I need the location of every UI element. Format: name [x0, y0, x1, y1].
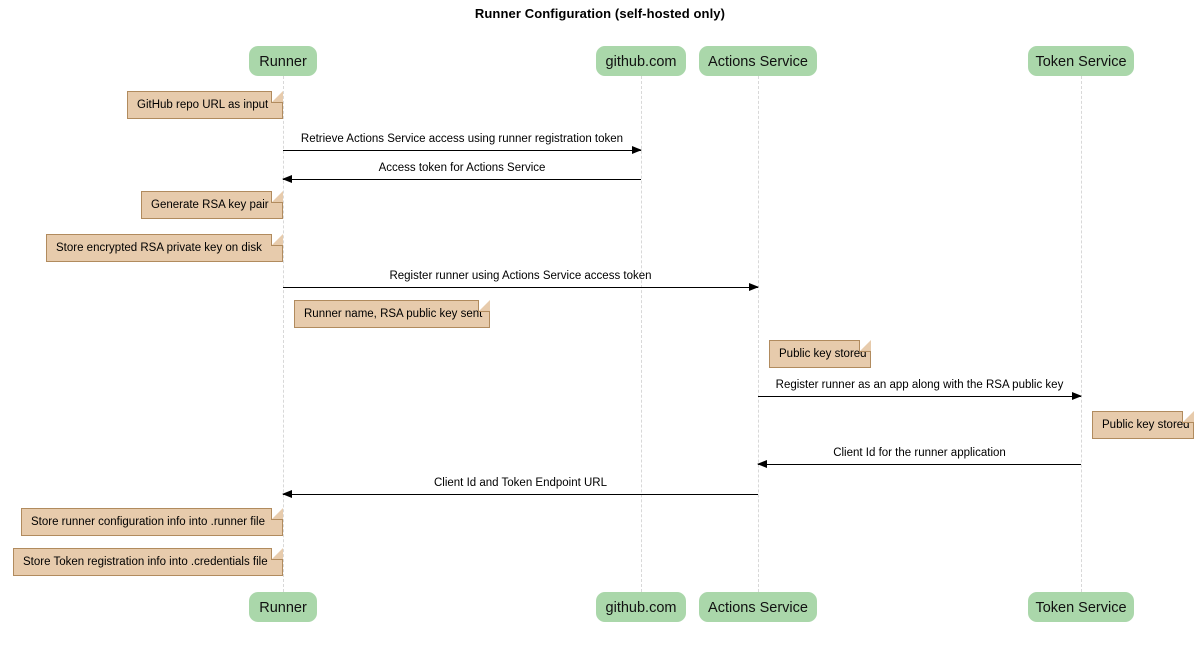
participant-label: github.com	[605, 54, 677, 70]
arrowhead-right-icon	[1072, 392, 1082, 400]
participant-label: Token Service	[1035, 600, 1127, 616]
message-label-3: Register runner using Actions Service ac…	[389, 270, 652, 282]
message-label-4: Register runner as an app along with the…	[775, 379, 1064, 391]
arrowhead-right-icon	[632, 146, 642, 154]
message-label-5: Client Id for the runner application	[833, 447, 1006, 459]
note-fold-corner-icon	[271, 234, 283, 246]
arrowhead-left-icon	[757, 460, 767, 468]
arrowhead-left-icon	[282, 175, 292, 183]
message-label-6: Client Id and Token Endpoint URL	[433, 477, 608, 489]
note-label: GitHub repo URL as input	[137, 99, 269, 111]
note-fold-corner-icon	[478, 300, 490, 312]
note-label: Runner name, RSA public key sent	[304, 308, 483, 320]
note-fold-corner-icon	[271, 508, 283, 520]
participant-token-bottom[interactable]: Token Service	[1028, 592, 1134, 622]
lifeline-github	[641, 76, 642, 592]
message-arrow-6	[282, 490, 758, 498]
participant-runner-top[interactable]: Runner	[249, 46, 317, 76]
participant-label: Runner	[259, 54, 307, 70]
note-3: Store encrypted RSA private key on disk	[46, 234, 283, 262]
note-label: Store Token registration info into .cred…	[23, 556, 268, 568]
participant-label: Runner	[259, 600, 307, 616]
note-fold-corner-icon	[271, 91, 283, 103]
message-arrow-1	[283, 146, 642, 154]
note-2: Generate RSA key pair	[141, 191, 283, 219]
participant-label: Token Service	[1035, 54, 1127, 70]
lifeline-actions	[758, 76, 759, 592]
participant-label: Actions Service	[708, 600, 808, 616]
participant-actions-top[interactable]: Actions Service	[699, 46, 817, 76]
arrowhead-right-icon	[749, 283, 759, 291]
note-8: Store Token registration info into .cred…	[13, 548, 283, 576]
participant-runner-bottom[interactable]: Runner	[249, 592, 317, 622]
note-label: Store runner configuration info into .ru…	[31, 516, 265, 528]
note-4: Runner name, RSA public key sent	[294, 300, 490, 328]
message-label-2: Access token for Actions Service	[378, 162, 546, 174]
note-fold-corner-icon	[271, 548, 283, 560]
participant-actions-bottom[interactable]: Actions Service	[699, 592, 817, 622]
note-fold-corner-icon	[859, 340, 871, 352]
note-5: Public key stored	[769, 340, 871, 368]
participant-github-top[interactable]: github.com	[596, 46, 686, 76]
note-fold-corner-icon	[271, 191, 283, 203]
participant-label: github.com	[605, 600, 677, 616]
note-6: Public key stored	[1092, 411, 1194, 439]
message-arrow-5	[757, 460, 1081, 468]
note-label: Public key stored	[779, 348, 867, 360]
participant-token-top[interactable]: Token Service	[1028, 46, 1134, 76]
page-title: Runner Configuration (self-hosted only)	[474, 6, 726, 21]
note-fold-corner-icon	[1182, 411, 1194, 423]
note-label: Store encrypted RSA private key on disk	[56, 242, 262, 254]
lifeline-runner	[283, 76, 284, 592]
note-label: Generate RSA key pair	[151, 199, 269, 211]
note-1: GitHub repo URL as input	[127, 91, 283, 119]
note-label: Public key stored	[1102, 419, 1190, 431]
note-7: Store runner configuration info into .ru…	[21, 508, 283, 536]
lifeline-token	[1081, 76, 1082, 592]
message-arrow-4	[758, 392, 1082, 400]
participant-github-bottom[interactable]: github.com	[596, 592, 686, 622]
arrowhead-left-icon	[282, 490, 292, 498]
message-arrow-3	[283, 283, 759, 291]
message-label-1: Retrieve Actions Service access using ru…	[300, 133, 624, 145]
participant-label: Actions Service	[708, 54, 808, 70]
message-arrow-2	[282, 175, 641, 183]
